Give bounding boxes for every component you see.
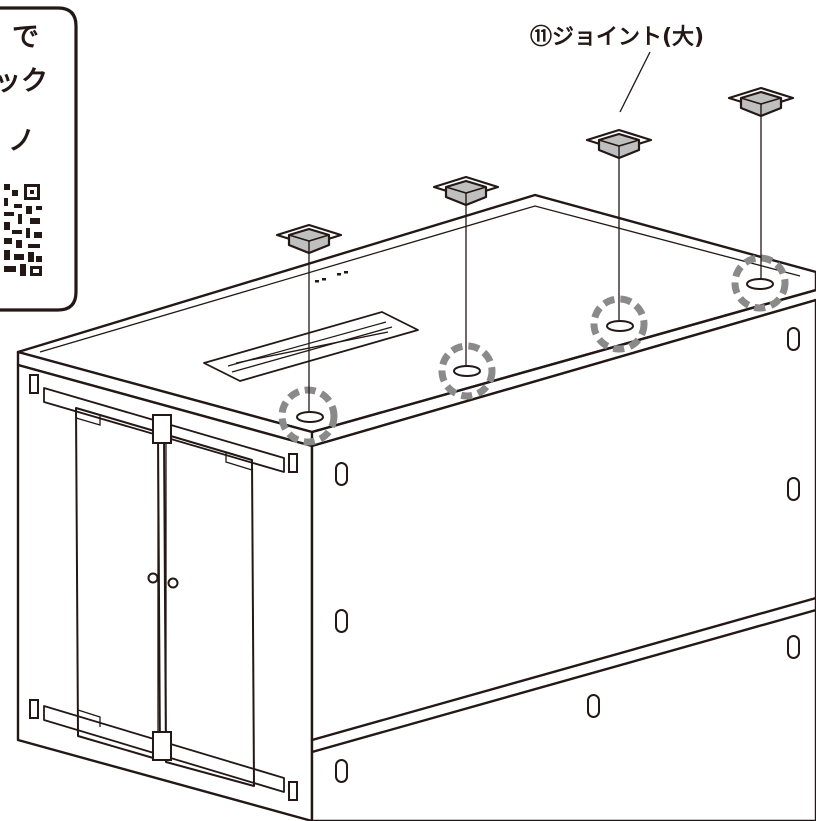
door-knob-right: [167, 577, 179, 589]
part-label-joint: ⑪ジョイント(大): [530, 24, 704, 113]
cabinet-side-face: [310, 298, 816, 821]
top-holes: [315, 271, 348, 283]
top-label-plate: [203, 311, 419, 382]
side-slots: [335, 327, 800, 783]
qr-code-icon[interactable]: [0, 182, 44, 284]
callout-line-2: ック: [0, 66, 48, 97]
front-face-details: [29, 374, 298, 801]
right-door: [163, 433, 255, 787]
joint-holes: [296, 278, 774, 423]
dashed-circle-highlight-icon: [278, 254, 789, 446]
callout-line-1: で: [12, 22, 39, 53]
cabinet: [16, 193, 816, 821]
door-knob-left: [147, 572, 159, 584]
joint-guide-lines: [308, 113, 762, 412]
joint-large-icon: [275, 86, 795, 255]
instruction-callout: で ック ノ: [0, 6, 78, 312]
cabinet-bottom-edge: [310, 596, 816, 742]
part-label-text: ⑪ジョイント(大): [530, 24, 704, 50]
callout-line-3: ノ: [8, 126, 35, 157]
